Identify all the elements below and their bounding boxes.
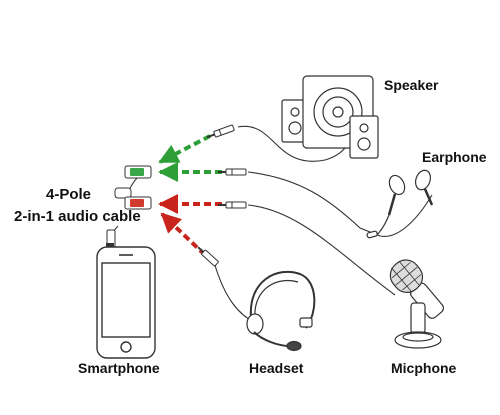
label-speaker: Speaker (384, 77, 439, 93)
plug-microphone (218, 201, 247, 209)
red-jack-socket (124, 196, 152, 210)
label-cable-type: 4-Pole (46, 186, 92, 203)
headset-icon (246, 270, 316, 352)
label-earphone: Earphone (422, 149, 487, 165)
earphone-icon (366, 169, 434, 239)
arrows (158, 134, 222, 257)
arrow-speaker (158, 134, 211, 164)
cable-earphone (247, 171, 433, 237)
cable-headset (213, 261, 255, 323)
plug-earphone (218, 168, 247, 176)
cable-microphone (247, 204, 396, 296)
cable-speaker (237, 125, 353, 162)
label-headset: Headset (249, 360, 304, 376)
smartphone-icon (96, 243, 156, 359)
microphone-icon (389, 259, 445, 349)
plug-speaker (206, 124, 235, 139)
speaker-icon (281, 75, 379, 159)
label-microphone: Micphone (391, 360, 457, 376)
green-jack-socket (124, 165, 152, 179)
label-cable-name: 2-in-1 audio cable (14, 208, 141, 225)
audio-plug-icon (197, 124, 247, 267)
label-smartphone: Smartphone (78, 360, 160, 376)
plug-headset (197, 246, 219, 267)
cables (109, 125, 433, 323)
arrow-headset (160, 212, 207, 257)
